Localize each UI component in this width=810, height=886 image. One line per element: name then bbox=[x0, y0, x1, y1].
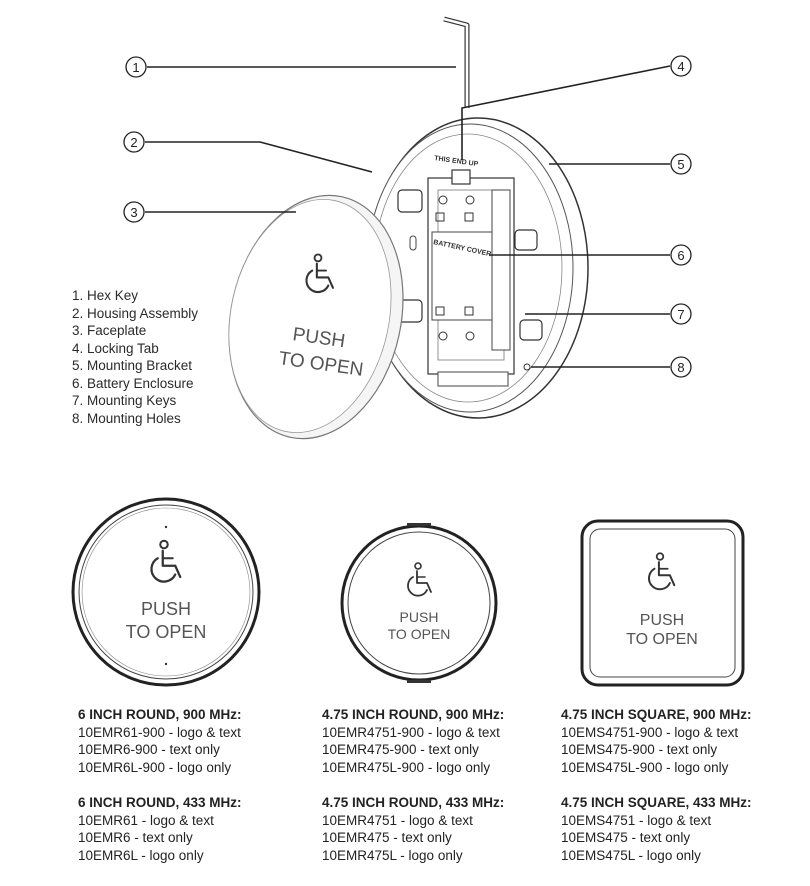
model-line: 10EMS4751-900 - logo & text bbox=[561, 724, 739, 740]
faceplate: PUSH TO OPEN bbox=[228, 194, 404, 440]
battery-enclosure bbox=[431, 189, 511, 351]
model-line: 10EMR475L - logo only bbox=[322, 847, 463, 863]
mounting-keys bbox=[435, 195, 475, 341]
model-line: 10EMS475-900 - text only bbox=[561, 742, 718, 757]
model-block-475r-900: 4.75 INCH ROUND, 900 MHz: 10EMR4751-900 … bbox=[322, 706, 504, 776]
model-line: 10EMR61 - logo & text bbox=[78, 812, 214, 828]
button-2-push: PUSH bbox=[400, 609, 439, 625]
model-heading: 4.75 INCH SQUARE, 433 MHz: bbox=[561, 795, 752, 810]
model-line: 10EMS4751 - logo & text bbox=[561, 812, 712, 828]
legend-item: 8. Mounting Holes bbox=[72, 410, 181, 426]
mounting-hole bbox=[523, 363, 531, 371]
model-line: 10EMR4751 - logo & text bbox=[322, 812, 473, 828]
model-line: 10EMR61-900 - logo & text bbox=[78, 724, 241, 740]
model-line: 10EMR475 - text only bbox=[322, 830, 452, 845]
model-heading: 4.75 INCH ROUND, 900 MHz: bbox=[322, 707, 505, 722]
button-475-square: PUSH TO OPEN bbox=[580, 519, 745, 687]
parts-legend: 1. Hex Key 2. Housing Assembly 3. Facepl… bbox=[72, 287, 198, 427]
svg-text:2: 2 bbox=[130, 135, 137, 150]
callout-2: 2 bbox=[123, 131, 145, 153]
locking-tab bbox=[451, 169, 471, 185]
svg-text:4: 4 bbox=[677, 59, 684, 74]
model-block-475s-900: 4.75 INCH SQUARE, 900 MHz: 10EMS4751-900… bbox=[561, 706, 752, 776]
housing-assembly: THIS END UP BATTERY COVER bbox=[366, 117, 589, 419]
callout-5: 5 bbox=[670, 153, 692, 175]
leader-lines bbox=[145, 65, 671, 368]
button-3-push: PUSH bbox=[640, 612, 684, 629]
model-line: 10EMR6 - text only bbox=[78, 830, 193, 845]
callout-1: 1 bbox=[125, 56, 147, 78]
legend-item: 5. Mounting Bracket bbox=[72, 358, 193, 373]
button-1-push: PUSH bbox=[141, 599, 191, 619]
model-block-6in-900: 6 INCH ROUND, 900 MHz: 10EMR61-900 - log… bbox=[78, 706, 242, 776]
svg-text:5: 5 bbox=[677, 157, 684, 172]
svg-text:7: 7 bbox=[677, 307, 684, 322]
callout-3: 3 bbox=[123, 201, 145, 223]
legend-item: 2. Housing Assembly bbox=[72, 305, 199, 321]
button-2-to-open: TO OPEN bbox=[388, 626, 451, 642]
model-line: 10EMR6L - logo only bbox=[78, 847, 204, 863]
callout-7: 7 bbox=[670, 303, 692, 325]
model-line: 10EMR6-900 - text only bbox=[78, 742, 220, 757]
model-heading: 6 INCH ROUND, 900 MHz: bbox=[78, 707, 242, 722]
legend-item: 4. Locking Tab bbox=[72, 340, 159, 356]
button-3-to-open: TO OPEN bbox=[626, 631, 698, 648]
mounting-posts bbox=[397, 189, 543, 341]
model-block-475r-433: 4.75 INCH ROUND, 433 MHz: 10EMR4751 - lo… bbox=[322, 794, 504, 864]
callout-4: 4 bbox=[670, 55, 692, 77]
model-line: 10EMR475-900 - text only bbox=[322, 742, 479, 757]
svg-text:6: 6 bbox=[677, 248, 684, 263]
legend-item: 6. Battery Enclosure bbox=[72, 375, 194, 391]
model-heading: 4.75 INCH SQUARE, 900 MHz: bbox=[561, 707, 752, 722]
model-line: 10EMS475L - logo only bbox=[561, 847, 701, 863]
svg-text:3: 3 bbox=[130, 205, 137, 220]
model-line: 10EMR475L-900 - logo only bbox=[322, 759, 491, 775]
model-line: 10EMR6L-900 - logo only bbox=[78, 759, 232, 775]
svg-text:1: 1 bbox=[132, 60, 139, 75]
button-1-to-open: TO OPEN bbox=[126, 622, 207, 642]
model-line: 10EMR4751-900 - logo & text bbox=[322, 724, 500, 740]
model-line: 10EMS475 - text only bbox=[561, 830, 691, 845]
model-heading: 6 INCH ROUND, 433 MHz: bbox=[78, 795, 242, 810]
model-line: 10EMS475L-900 - logo only bbox=[561, 759, 729, 775]
hex-key bbox=[443, 16, 470, 108]
model-block-475s-433: 4.75 INCH SQUARE, 433 MHz: 10EMS4751 - l… bbox=[561, 794, 752, 864]
callout-8: 8 bbox=[670, 356, 692, 378]
callout-6: 6 bbox=[670, 244, 692, 266]
button-6in-round: PUSH TO OPEN bbox=[71, 497, 261, 687]
svg-text:8: 8 bbox=[677, 360, 684, 375]
button-475-round: PUSH TO OPEN bbox=[340, 523, 498, 683]
model-heading: 4.75 INCH ROUND, 433 MHz: bbox=[322, 795, 505, 810]
legend-item: 7. Mounting Keys bbox=[72, 393, 177, 408]
legend-item: 3. Faceplate bbox=[72, 323, 147, 338]
model-block-6in-433: 6 INCH ROUND, 433 MHz: 10EMR61 - logo & … bbox=[78, 794, 242, 864]
legend-item: 1. Hex Key bbox=[72, 288, 139, 303]
